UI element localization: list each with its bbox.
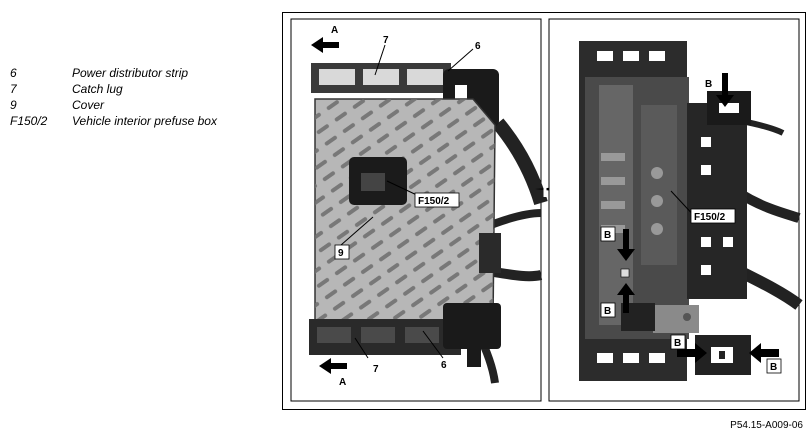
label-a-top: A [331,25,338,36]
label-b-mid-up: B [604,306,611,317]
legend-text: Cover [72,98,105,112]
label-7-bottom: 7 [373,364,379,375]
label-6-top: 6 [475,41,481,52]
label-7-top: 7 [383,35,389,46]
arrow-b-bottom-right [749,343,779,363]
arrow-a-top [311,37,339,53]
legend-item: 7 Catch lug [10,81,217,97]
legend-item: 6 Power distributor strip [10,65,217,81]
right-illustration [579,41,803,381]
label-6-bottom: 6 [441,360,447,371]
arrow-a-bottom [319,358,347,374]
label-b-bottom-left: B [674,338,681,349]
label-9: 9 [338,248,344,259]
label-f150-right: F150/2 [694,212,726,223]
legend-item: F150/2 Vehicle interior prefuse box [10,113,217,129]
label-b-top: B [705,79,712,90]
legend-text: Vehicle interior prefuse box [72,114,217,128]
label-f150-left: F150/2 [418,196,450,207]
legend-code: 9 [10,98,17,112]
arrow-b-bottom-left [677,343,707,363]
legend-text: Power distributor strip [72,66,189,80]
label-b-bottom-right: B [770,362,777,373]
label-a-bottom: A [339,377,346,388]
legend-code: F150/2 [10,114,48,128]
legend-code: 7 [10,82,17,96]
legend: 6 Power distributor strip 7 Catch lug 9 … [10,65,217,129]
label-b-mid-down: B [604,230,611,241]
legend-item: 9 Cover [10,97,217,113]
legend-code: 6 [10,66,17,80]
figure-frame: A A 7 6 7 6 9 F150/2 [282,12,806,410]
left-illustration [309,63,548,384]
arrow-b-up [617,283,635,313]
figure-svg: A A 7 6 7 6 9 F150/2 [290,18,803,402]
arrow-b-down [617,229,635,261]
figure-reference-code: P54.15-A009-06 [730,420,803,431]
legend-text: Catch lug [72,82,123,96]
arrow-b-top [716,73,734,107]
